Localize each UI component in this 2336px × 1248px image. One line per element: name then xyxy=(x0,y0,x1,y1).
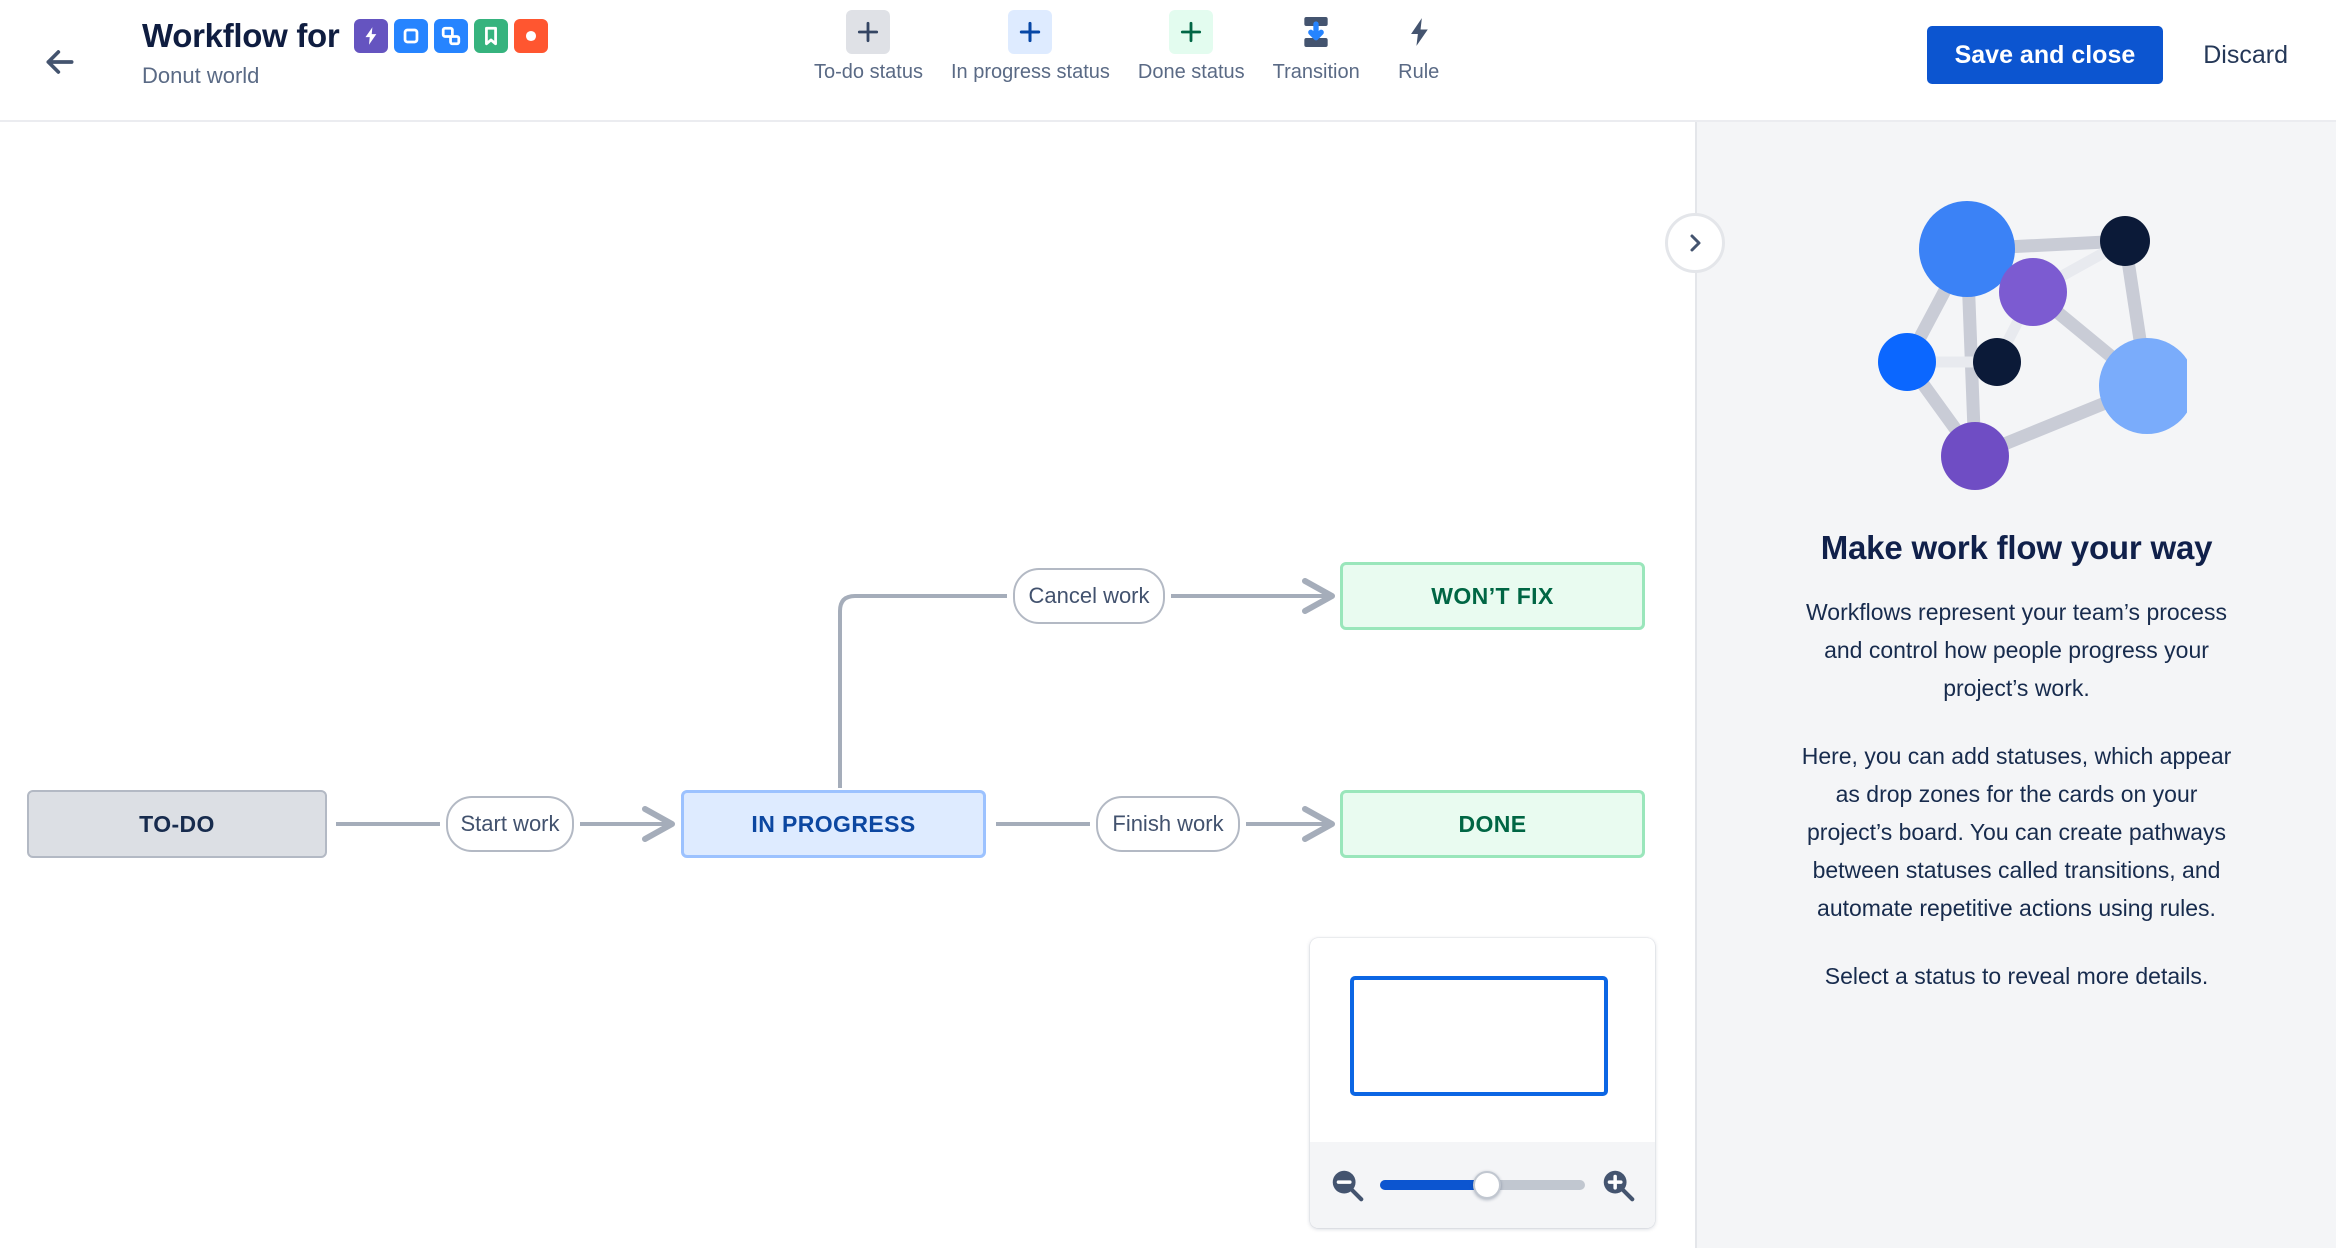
transition-label-start-work[interactable]: Start work xyxy=(446,796,574,852)
transition-label-text: Finish work xyxy=(1112,811,1224,836)
lightning-icon xyxy=(1397,10,1441,54)
save-and-close-button[interactable]: Save and close xyxy=(1926,26,2164,84)
story-icon[interactable] xyxy=(474,19,509,53)
subtask-icon[interactable] xyxy=(434,19,469,53)
panel-paragraph-2: Here, you can add statuses, which appear… xyxy=(1801,743,2232,921)
tool-transition[interactable]: Transition xyxy=(1259,10,1374,84)
task-icon[interactable] xyxy=(394,19,429,53)
zoom-slider[interactable] xyxy=(1380,1171,1585,1199)
page-title: Workflow for xyxy=(142,17,340,54)
tool-label: To-do status xyxy=(814,61,923,83)
back-button[interactable] xyxy=(36,38,84,86)
epic-icon[interactable] xyxy=(354,19,389,53)
workflow-canvas[interactable]: TO-DO IN PROGRESS WON’T FIX DONE Start w… xyxy=(0,122,1695,1248)
zoom-slider-thumb[interactable] xyxy=(1472,1171,1501,1199)
tool-label: In progress status xyxy=(950,61,1110,83)
app-header: Workflow for xyxy=(0,0,2336,122)
discard-button[interactable]: Discard xyxy=(2189,26,2302,84)
zoom-slider-fill xyxy=(1380,1180,1487,1190)
status-node-label: WON’T FIX xyxy=(1431,582,1554,609)
plus-icon xyxy=(846,10,891,54)
status-node-wont-fix[interactable]: WON’T FIX xyxy=(1340,562,1645,630)
panel-title: Make work flow your way xyxy=(1820,529,2213,566)
zoom-in-icon[interactable] xyxy=(1599,1166,1637,1204)
issue-type-icon-list xyxy=(354,19,549,53)
tool-todo-status[interactable]: To-do status xyxy=(800,10,937,84)
plus-icon xyxy=(1169,10,1214,54)
zoom-control-bar xyxy=(1310,1142,1655,1228)
page-subtitle: Donut world xyxy=(142,63,260,88)
transition-icon xyxy=(1294,10,1338,54)
transition-label-text: Start work xyxy=(460,811,560,836)
info-side-panel: Make work flow your way Workflows repres… xyxy=(1695,122,2336,1248)
status-node-label: DONE xyxy=(1458,810,1527,837)
tool-rule[interactable]: Rule xyxy=(1374,10,1464,84)
status-node-in-progress[interactable]: IN PROGRESS xyxy=(681,790,986,858)
status-node-done[interactable]: DONE xyxy=(1340,790,1645,858)
tool-label: Transition xyxy=(1272,61,1360,83)
plus-icon xyxy=(1008,10,1053,54)
workflow-network-illustration xyxy=(1847,164,2195,499)
status-node-label: TO-DO xyxy=(139,810,215,837)
tool-label: Rule xyxy=(1398,61,1440,83)
zoom-out-icon[interactable] xyxy=(1328,1166,1366,1204)
status-node-label: IN PROGRESS xyxy=(751,810,916,837)
status-node-todo[interactable]: TO-DO xyxy=(27,790,327,858)
chevron-right-icon xyxy=(1690,234,1701,252)
panel-paragraph-3: Select a status to reveal more details. xyxy=(1824,963,2209,989)
minimap-panel[interactable] xyxy=(1310,938,1655,1228)
tool-done-status[interactable]: Done status xyxy=(1124,10,1259,84)
transition-label-text: Cancel work xyxy=(1028,583,1150,608)
transition-label-finish-work[interactable]: Finish work xyxy=(1096,796,1240,852)
tool-label: Done status xyxy=(1137,61,1245,83)
panel-paragraph-1: Workflows represent your team’s process … xyxy=(1806,599,2227,701)
collapse-panel-button[interactable] xyxy=(1665,213,1725,273)
workflow-edges xyxy=(336,578,1335,842)
transition-label-cancel-work[interactable]: Cancel work xyxy=(1013,568,1165,624)
title-block: Workflow for xyxy=(142,16,549,90)
header-actions: Save and close Discard xyxy=(1926,26,2302,84)
workflow-toolbar: To-do status In progress status Done sta… xyxy=(800,10,1464,84)
arrow-left-icon xyxy=(46,50,74,74)
minimap-viewport-rect[interactable] xyxy=(1350,976,1608,1096)
bug-icon[interactable] xyxy=(514,19,549,53)
tool-in-progress-status[interactable]: In progress status xyxy=(937,10,1124,84)
